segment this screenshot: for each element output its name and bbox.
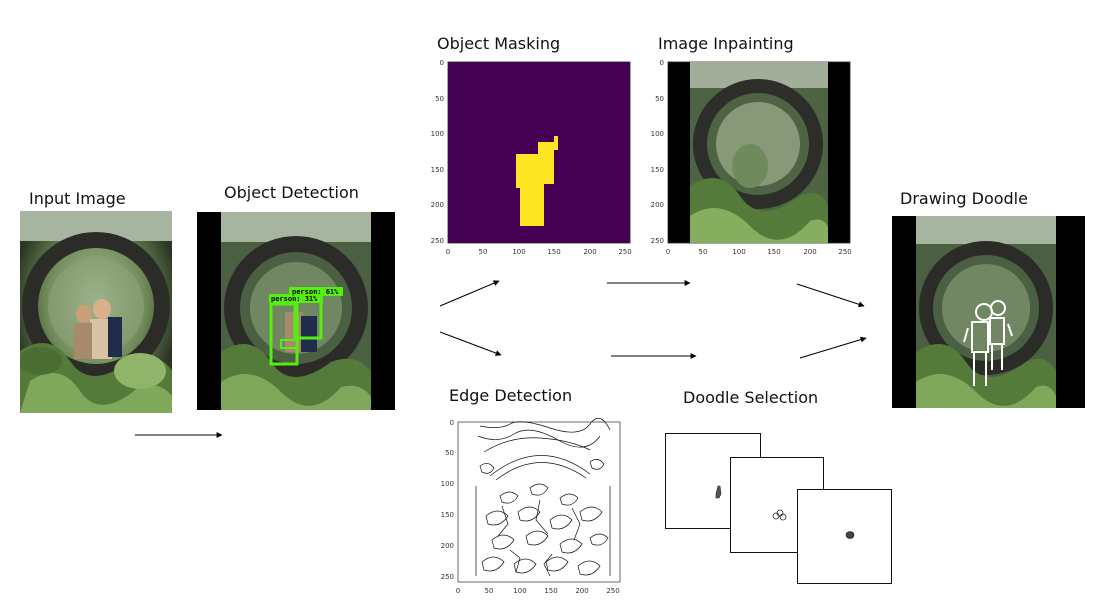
inpainting-x-ticks: 0 50 100 150 200 250: [666, 248, 852, 256]
y-tick: 0: [450, 419, 454, 427]
y-tick: 200: [431, 201, 444, 209]
doodle-flower-icon: [772, 509, 787, 521]
x-tick: 200: [575, 587, 588, 595]
step-label-masking: Object Masking: [437, 34, 561, 53]
doodle-face-icon: [845, 531, 855, 539]
y-tick: 250: [441, 573, 454, 581]
drawing-doodle-image: [892, 216, 1085, 408]
y-tick: 50: [445, 449, 454, 457]
x-tick: 200: [583, 248, 596, 256]
detection-label-1: person: 61%: [292, 288, 339, 296]
y-tick: 100: [431, 130, 444, 138]
y-tick: 150: [441, 511, 454, 519]
input-image: [20, 211, 172, 413]
arrow-selection-to-drawing: [799, 336, 867, 359]
y-tick: 0: [440, 59, 444, 67]
edge-y-ticks: 0 100 50 150 200 250: [441, 419, 454, 581]
y-tick: 250: [431, 237, 444, 245]
y-tick: 100: [441, 480, 454, 488]
y-tick: 200: [441, 542, 454, 550]
step-label-inpainting: Image Inpainting: [658, 34, 794, 53]
detection-label-2: person: 31%: [271, 295, 318, 303]
x-tick: 0: [446, 248, 450, 256]
y-tick: 50: [435, 95, 444, 103]
edge-x-ticks: 0 50 100 150 200 250: [456, 587, 620, 595]
masking-x-ticks: 0 50 100 150 200 250: [446, 248, 632, 256]
x-tick: 50: [485, 587, 494, 595]
x-tick: 0: [456, 587, 460, 595]
inpainting-plot: 0 50 100 150 200 250 0 50 100 150 200 25…: [650, 56, 855, 260]
x-tick: 150: [544, 587, 557, 595]
y-tick: 50: [655, 95, 664, 103]
masking-y-ticks: 0 50 100 150 200 250: [431, 59, 444, 245]
x-tick: 50: [699, 248, 708, 256]
arrow-detection-to-masking: [439, 280, 500, 307]
x-tick: 100: [512, 248, 525, 256]
doodle-figure-icon: [715, 485, 722, 499]
edge-detection-plot: 0 100 50 150 200 250 0 50 100 150 200 25…: [440, 416, 630, 600]
y-tick: 200: [651, 201, 664, 209]
y-tick: 150: [651, 166, 664, 174]
x-tick: 200: [803, 248, 816, 256]
x-tick: 100: [513, 587, 526, 595]
arrow-inpainting-to-drawing: [796, 283, 865, 308]
arrow-detection-to-edges: [439, 331, 502, 356]
x-tick: 150: [547, 248, 560, 256]
step-label-doodle-selection: Doodle Selection: [683, 388, 819, 407]
x-tick: 0: [666, 248, 670, 256]
y-tick: 250: [651, 237, 664, 245]
step-label-drawing: Drawing Doodle: [900, 189, 1028, 208]
y-tick: 0: [660, 59, 664, 67]
step-label-edges: Edge Detection: [449, 386, 573, 405]
x-tick: 250: [606, 587, 619, 595]
x-tick: 250: [838, 248, 851, 256]
step-label-input: Input Image: [29, 189, 126, 208]
inpainting-y-ticks: 0 50 100 150 200 250: [651, 59, 664, 245]
detection-image: person: 61% person: 31%: [197, 212, 395, 410]
y-tick: 150: [431, 166, 444, 174]
doodle-candidate-3: [797, 489, 892, 584]
x-tick: 100: [732, 248, 745, 256]
masking-plot: 0 50 100 150 200 250 0 50 100 150 200 25…: [430, 56, 635, 260]
x-tick: 50: [479, 248, 488, 256]
x-tick: 150: [767, 248, 780, 256]
x-tick: 250: [618, 248, 631, 256]
step-label-detection: Object Detection: [224, 183, 359, 202]
y-tick: 100: [651, 130, 664, 138]
